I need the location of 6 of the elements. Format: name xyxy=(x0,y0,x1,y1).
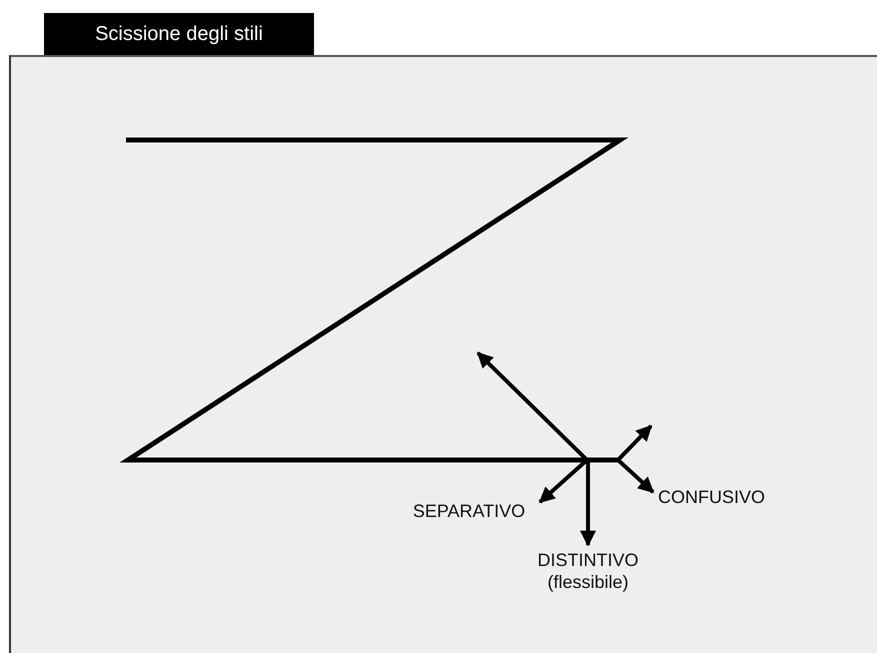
arrow-label: CONFUSIVO xyxy=(658,487,766,507)
title-tab: Scissione degli stili xyxy=(44,13,314,56)
arrow-label: SEPARATIVO xyxy=(412,501,526,521)
arrow xyxy=(616,458,654,494)
arrow xyxy=(580,460,596,547)
arrow-label: DISTINTIVO (flessibile) xyxy=(537,550,638,592)
